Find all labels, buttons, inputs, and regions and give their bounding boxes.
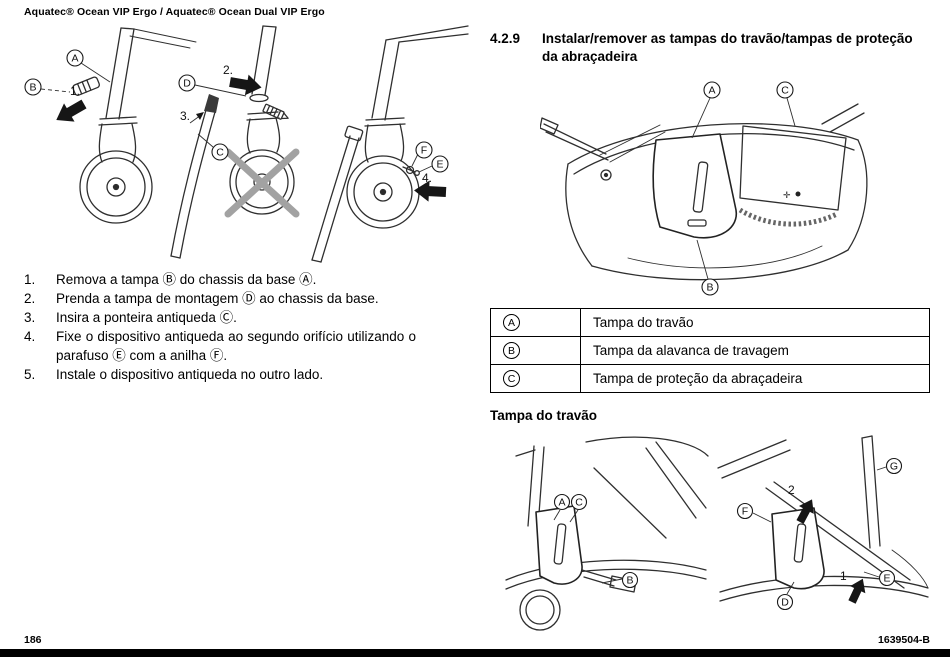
svg-text:C: C: [575, 497, 583, 509]
svg-text:B: B: [706, 282, 713, 294]
step-text: Prenda a tampa de montagem Ⓓ ao chassis …: [56, 291, 379, 306]
small-arrowhead: [196, 112, 204, 120]
label-a: A: [703, 81, 721, 99]
step-number: 5.: [24, 367, 36, 382]
label-f: F: [736, 502, 754, 520]
svg-text:A: A: [708, 85, 715, 97]
frame-tubes: [717, 435, 929, 602]
svg-text:F: F: [421, 145, 427, 157]
legend-key-c: C: [503, 370, 520, 388]
label-g: G: [885, 457, 903, 475]
svg-text:B: B: [626, 575, 633, 587]
panel-dot-icon: [795, 191, 801, 197]
caster-3: F E 4.: [311, 25, 469, 263]
label-b: B: [24, 78, 42, 96]
chassis-cap-part: [72, 76, 100, 96]
brake-cover-shape: [535, 505, 583, 585]
step-text: Fixe o dispositivo antiqueda ao segundo …: [56, 329, 416, 363]
caster-1: A B 1.: [24, 27, 197, 224]
motion-marker-1: 1: [840, 569, 847, 583]
legend-label: Tampa da alavanca de travagem: [580, 336, 930, 365]
label-c: C: [776, 81, 794, 99]
svg-text:A: A: [558, 497, 565, 509]
frame-tubes: [505, 436, 709, 631]
label-c: C: [211, 143, 229, 161]
instruction-step: 3. Insira a ponteira antiqueda Ⓒ.: [24, 308, 448, 327]
caster-steps-illustration: A B 1.: [24, 25, 469, 263]
motion-marker-2: 2: [788, 483, 795, 497]
table-row: C Tampa de proteção da abraçadeira: [490, 364, 930, 393]
step-number: 1.: [24, 272, 36, 287]
legend-key-a: A: [503, 314, 520, 332]
svg-text:B: B: [29, 82, 36, 94]
antitip-tip: [204, 94, 219, 113]
instruction-step: 1. Remova a tampa Ⓑ do chassis da base Ⓐ…: [24, 270, 448, 289]
label-c: C: [570, 493, 588, 511]
subsection-title: Tampa do travão: [490, 408, 598, 423]
instruction-step: 2. Prenda a tampa de montagem Ⓓ ao chass…: [24, 289, 448, 308]
svg-text:D: D: [781, 597, 789, 609]
panel-cross-icon: ✛: [783, 190, 791, 200]
table-row: B Tampa da alavanca de travagem: [490, 336, 930, 365]
step-marker-3: 3.: [180, 109, 190, 123]
brake-cover-shape: [652, 133, 738, 239]
brake-cover-illustration: ✛ A C B: [540, 81, 868, 296]
svg-text:E: E: [883, 573, 890, 585]
lever-cover-shape: [771, 507, 825, 590]
instruction-list: 1. Remova a tampa Ⓑ do chassis da base Ⓐ…: [24, 270, 448, 384]
table-row: A Tampa do travão: [490, 308, 930, 337]
brake-cover-detail-left: A C B: [505, 436, 709, 631]
step-marker-1: 1.: [70, 84, 80, 98]
svg-text:F: F: [742, 506, 748, 518]
step-number: 2.: [24, 291, 36, 306]
label-b: B: [621, 571, 639, 589]
legend-table: A Tampa do travão B Tampa da alavanca de…: [490, 308, 930, 393]
page-number: 186: [24, 634, 42, 646]
label-d: D: [178, 74, 196, 92]
step-marker-4: 4.: [422, 171, 432, 185]
section-title: Instalar/remover as tampas do travão/tam…: [542, 31, 913, 64]
label-f: F: [415, 141, 433, 159]
svg-text:C: C: [781, 85, 789, 97]
svg-text:D: D: [183, 78, 191, 90]
step-number: 4.: [24, 329, 36, 344]
legend-label: Tampa do travão: [580, 308, 930, 337]
instruction-step: 5. Instale o dispositivo antiqueda no ou…: [24, 365, 448, 384]
caster-2-crossed: D 2.: [178, 25, 300, 218]
step-marker-2: 2.: [223, 63, 233, 77]
step-text: Instale o dispositivo antiqueda no outro…: [56, 367, 324, 382]
legend-label: Tampa de proteção da abraçadeira: [580, 364, 930, 393]
footer-bar: [0, 649, 950, 657]
step-text: Remova a tampa Ⓑ do chassis da base Ⓐ.: [56, 272, 317, 287]
svg-text:G: G: [890, 461, 898, 473]
arrow-step-1: [51, 94, 90, 130]
svg-text:E: E: [436, 159, 443, 171]
threaded-pin-part: [262, 103, 289, 120]
label-b: B: [701, 278, 719, 296]
step-text: Insira a ponteira antiqueda Ⓒ.: [56, 310, 237, 325]
document-number: 1639504-B: [878, 634, 930, 646]
svg-text:C: C: [216, 147, 224, 159]
legend-key-b: B: [503, 342, 520, 360]
label-e: E: [431, 155, 449, 173]
label-e: E: [878, 569, 896, 587]
page-header: Aquatec® Ocean VIP Ergo / Aquatec® Ocean…: [24, 6, 325, 18]
step-number: 3.: [24, 310, 36, 325]
clamp-protection-cover-shape: [739, 125, 847, 211]
antitip-tube-c: 3. C: [170, 94, 229, 259]
section-number: 4.2.9: [490, 31, 521, 46]
label-a: A: [66, 49, 84, 67]
arrow-motion-1: [844, 575, 871, 606]
section-heading: 4.2.9 Instalar/remover as tampas do trav…: [490, 30, 935, 66]
label-d: D: [776, 593, 794, 611]
instruction-step: 4. Fixe o dispositivo antiqueda ao segun…: [24, 327, 448, 365]
svg-text:A: A: [71, 53, 78, 65]
brake-cover-detail-right: G F E D 2 1: [717, 435, 929, 611]
toothed-rack: [738, 207, 839, 227]
label-a: A: [553, 493, 571, 511]
